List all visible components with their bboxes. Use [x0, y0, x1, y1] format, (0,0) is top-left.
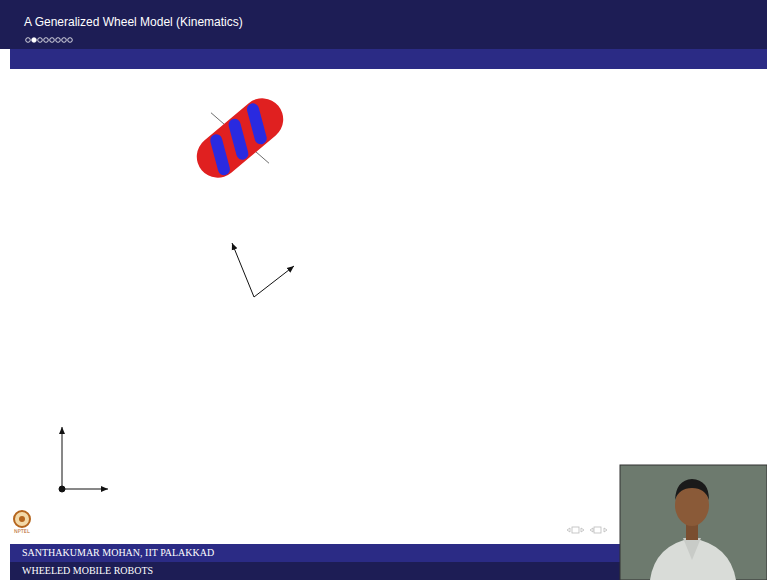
wheel-frame: [232, 243, 294, 297]
nav-icons: [567, 527, 607, 533]
header-band: [10, 49, 767, 69]
header-gap: [0, 49, 10, 69]
footer-author: SANTHAKUMAR MOHAN, IIT PALAKKAD: [22, 547, 214, 558]
slide-title: A Generalized Wheel Model (Kinematics): [24, 15, 243, 29]
footer-course: WHEELED MOBILE ROBOTS: [22, 565, 153, 576]
presenter-video: [620, 465, 767, 580]
logo-text: NPTEL: [14, 528, 30, 534]
nav-dots: [26, 38, 73, 43]
nptel-logo: [14, 511, 30, 527]
header-bar: [0, 0, 767, 49]
omni-wheel: [177, 77, 302, 199]
world-frame: [59, 427, 108, 492]
